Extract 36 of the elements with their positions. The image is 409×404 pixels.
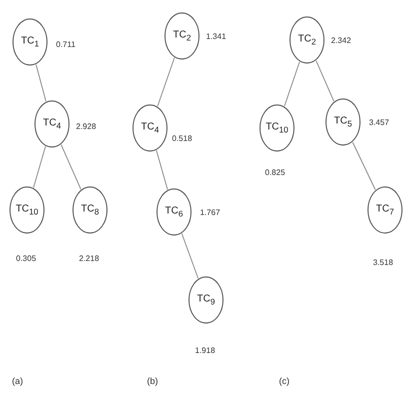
node-label: TC$_{5}$ <box>333 116 353 128</box>
node-label: TC$_{2}$ <box>297 34 317 46</box>
weight-value: 0.305 <box>16 254 36 263</box>
weight-value: 1.341 <box>206 32 226 41</box>
connector-line <box>284 61 300 107</box>
node-label: TC$_{9}$ <box>196 294 216 306</box>
weight-value: 1.767 <box>200 208 220 217</box>
weight-value: 3.457 <box>369 118 390 127</box>
panel-caption: (c) <box>279 376 290 386</box>
weight-value: 0.711 <box>56 40 76 49</box>
weight-value: 0.825 <box>265 168 286 177</box>
node-label: TC$_{6}$ <box>164 206 184 218</box>
node-label: TC$_{8}$ <box>80 204 100 216</box>
weight-value: 2.342 <box>331 36 352 45</box>
panel-caption: (b) <box>147 376 158 386</box>
connector-line <box>181 233 199 279</box>
connector-line <box>156 150 168 190</box>
node-label: TC$_{4}$ <box>140 122 160 134</box>
connector-line <box>316 60 334 102</box>
node-label: TC$_{7}$ <box>375 204 395 216</box>
weight-value: 2.218 <box>79 254 100 263</box>
connector-line <box>157 57 175 107</box>
weight-value: 0.518 <box>172 134 192 143</box>
node-label: TC$_{4}$ <box>42 118 62 130</box>
panel-caption: (a) <box>12 376 23 386</box>
node-label: TC$_{1}$ <box>20 36 40 48</box>
node-label: TC$_{10}$ <box>14 204 40 216</box>
connector-line <box>60 144 82 190</box>
connector-line <box>33 146 46 188</box>
weight-value: 1.918 <box>195 346 216 355</box>
weight-value: 2.928 <box>76 122 96 131</box>
connector-line <box>36 64 46 102</box>
weight-value: 3.518 <box>373 258 394 267</box>
node-label: TC$_{2}$ <box>172 30 192 42</box>
node-label: TC$_{10}$ <box>264 122 290 134</box>
connector-line <box>352 142 376 190</box>
